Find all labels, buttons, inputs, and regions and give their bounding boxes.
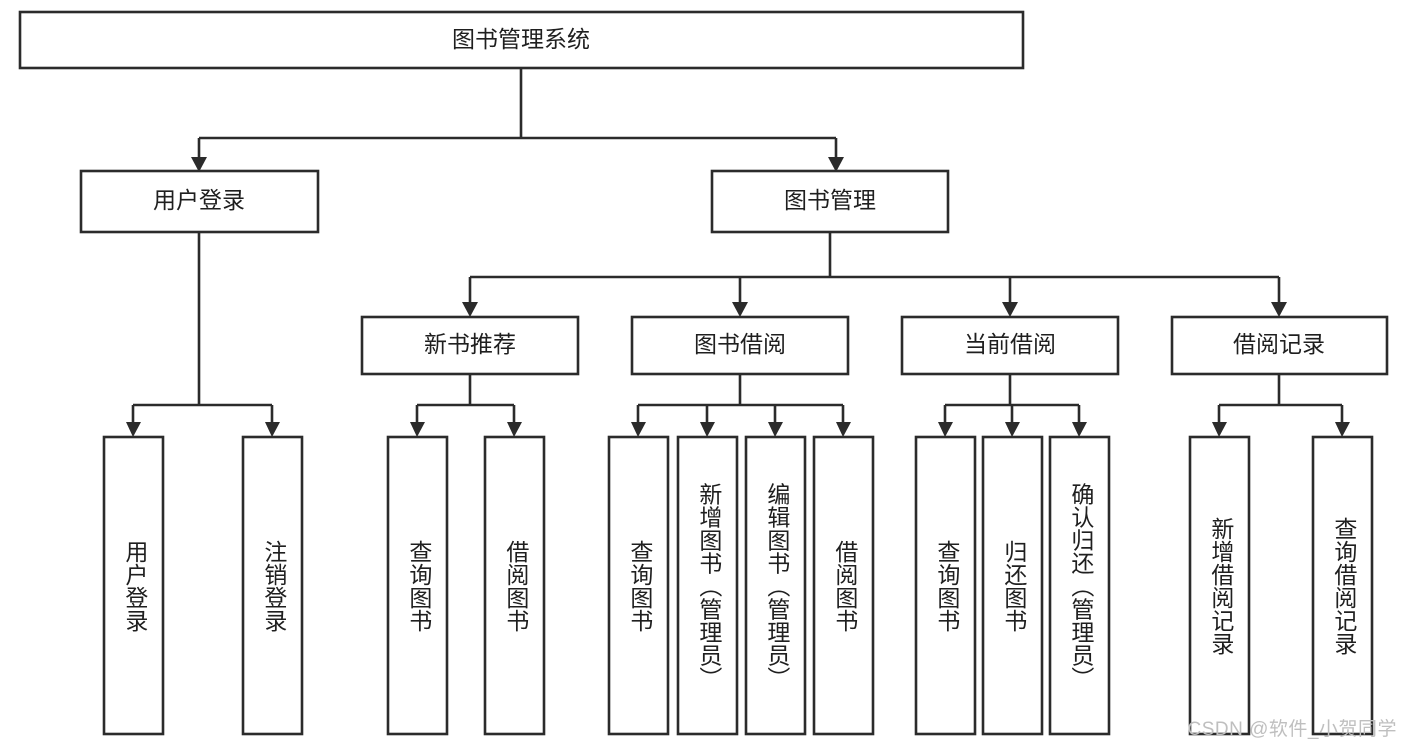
arrow-icon (1002, 302, 1018, 317)
arrow-icon (1335, 422, 1350, 437)
node-leaf-add-book-admin[interactable]: 新增图书（管理员） (676, 435, 739, 736)
arrowhead-layer (126, 157, 1350, 437)
node-leaf-label: 新增图书（管理员） (696, 483, 723, 690)
node-leaf-box[interactable] (386, 435, 449, 736)
node-leaf-box[interactable] (812, 435, 875, 736)
connector-newbook-bus (415, 374, 516, 426)
node-leaf-box[interactable] (981, 435, 1044, 736)
arrow-icon (1212, 422, 1227, 437)
node-leaf-label: 查询图书 (627, 540, 654, 632)
node-leaf-label: 查询图书 (406, 540, 433, 632)
connector-current-bus (943, 374, 1081, 426)
node-leaf-label: 确认归还（管理员） (1068, 483, 1095, 690)
node-leaf-box[interactable] (607, 435, 670, 736)
node-book-borrow-label: 图书借阅 (694, 331, 786, 357)
connector-userlogin-bus (131, 232, 274, 426)
node-leaf-label: 借阅图书 (832, 540, 859, 632)
arrow-icon (836, 422, 851, 437)
node-leaf-label: 借阅图书 (503, 540, 530, 632)
node-root-label: 图书管理系统 (452, 26, 590, 52)
node-root-box[interactable] (18, 10, 1025, 70)
node-root[interactable]: 图书管理系统 (18, 10, 1025, 70)
node-leaf-edit-book-admin[interactable]: 编辑图书（管理员） (744, 435, 807, 736)
node-leaf-label: 查询图书 (934, 540, 961, 632)
connector-root-bus (197, 68, 838, 160)
node-user-login[interactable]: 用户登录 (79, 169, 320, 234)
node-leaf-user-login[interactable]: 用户登录 (102, 435, 165, 736)
arrow-icon (265, 422, 280, 437)
arrow-icon (126, 422, 141, 437)
arrow-icon (410, 422, 425, 437)
node-leaf-query-borrow-record[interactable]: 查询借阅记录 (1311, 435, 1374, 736)
connector-borrow-bus (636, 374, 845, 426)
arrow-icon (1005, 422, 1020, 437)
node-leaf-label: 归还图书 (1001, 540, 1028, 632)
arrow-icon (1072, 422, 1087, 437)
node-leaf-box[interactable] (483, 435, 546, 736)
node-leaf-label: 新增借阅记录 (1208, 517, 1235, 655)
node-book-management[interactable]: 图书管理 (710, 169, 950, 234)
node-leaf-borrow-book-recommend[interactable]: 借阅图书 (483, 435, 546, 736)
arrow-icon (631, 422, 646, 437)
node-current-borrow-box[interactable] (900, 315, 1120, 376)
node-leaf-query-book-borrow[interactable]: 查询图书 (607, 435, 670, 736)
node-leaf-box[interactable] (1048, 435, 1111, 736)
node-leaf-confirm-return-admin[interactable]: 确认归还（管理员） (1048, 435, 1111, 736)
node-new-book-recommend[interactable]: 新书推荐 (360, 315, 580, 376)
node-leaf-box[interactable] (914, 435, 977, 736)
node-leaf-box[interactable] (241, 435, 304, 736)
node-borrow-record-label: 借阅记录 (1233, 331, 1325, 357)
node-leaf-box[interactable] (1188, 435, 1251, 736)
node-leaf-query-book-current[interactable]: 查询图书 (914, 435, 977, 736)
node-leaf-label: 注销登录 (261, 540, 288, 632)
arrow-icon (732, 302, 748, 317)
node-book-borrow-box[interactable] (630, 315, 850, 376)
connector-bookmgmt-bus (468, 232, 1281, 306)
node-borrow-record-box[interactable] (1170, 315, 1389, 376)
node-leaf-box[interactable] (1311, 435, 1374, 736)
node-book-borrow[interactable]: 图书借阅 (630, 315, 850, 376)
node-book-management-box[interactable] (710, 169, 950, 234)
node-user-login-box[interactable] (79, 169, 320, 234)
node-leaf-add-borrow-record[interactable]: 新增借阅记录 (1188, 435, 1251, 736)
node-leaf-box[interactable] (102, 435, 165, 736)
node-leaf-label: 查询借阅记录 (1331, 517, 1358, 655)
connector-record-bus (1217, 374, 1344, 426)
arrow-icon (462, 302, 478, 317)
node-leaf-label: 编辑图书（管理员） (764, 483, 791, 690)
arrow-icon (938, 422, 953, 437)
arrow-icon (828, 157, 844, 172)
arrow-icon (1271, 302, 1287, 317)
node-leaf-logout[interactable]: 注销登录 (241, 435, 304, 736)
arrow-icon (768, 422, 783, 437)
node-new-book-recommend-label: 新书推荐 (424, 331, 516, 357)
node-user-login-label: 用户登录 (153, 187, 245, 213)
node-leaf-box[interactable] (676, 435, 739, 736)
node-borrow-record[interactable]: 借阅记录 (1170, 315, 1389, 376)
node-current-borrow-label: 当前借阅 (964, 331, 1056, 357)
node-new-book-recommend-box[interactable] (360, 315, 580, 376)
node-leaf-label: 用户登录 (122, 540, 149, 632)
node-current-borrow[interactable]: 当前借阅 (900, 315, 1120, 376)
node-book-management-label: 图书管理 (784, 187, 876, 213)
connector-layer (131, 68, 1344, 426)
arrow-icon (507, 422, 522, 437)
arrow-icon (191, 157, 207, 172)
arrow-icon (700, 422, 715, 437)
node-leaf-box[interactable] (744, 435, 807, 736)
node-leaf-return-book[interactable]: 归还图书 (981, 435, 1044, 736)
node-leaf-query-book-recommend[interactable]: 查询图书 (386, 435, 449, 736)
node-leaf-borrow-book[interactable]: 借阅图书 (812, 435, 875, 736)
